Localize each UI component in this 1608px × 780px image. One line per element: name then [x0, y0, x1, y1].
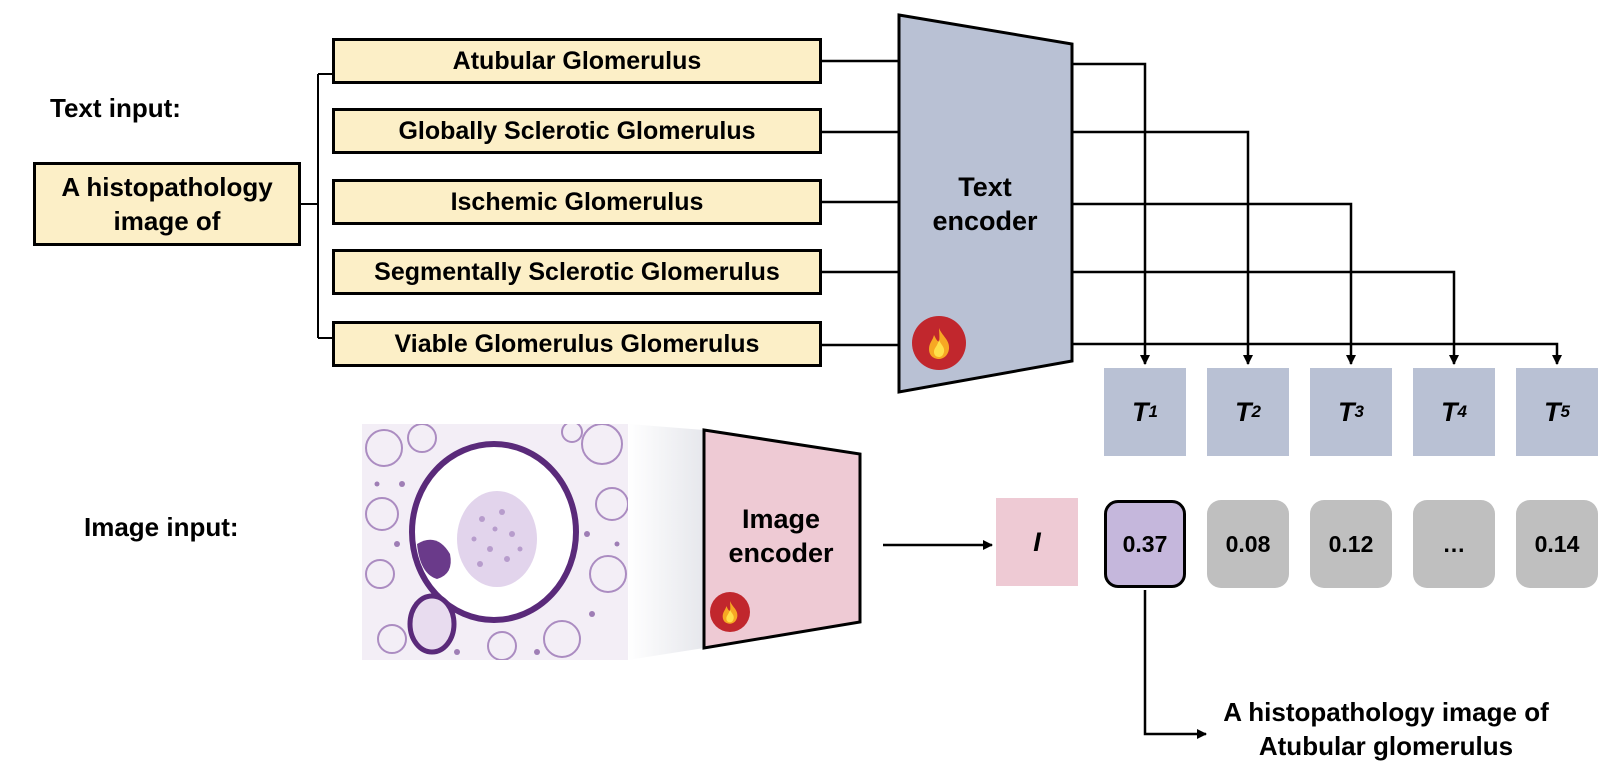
- similarity-score: 0.12: [1310, 500, 1392, 588]
- class-box-globally-sclerotic: Globally Sclerotic Glomerulus: [332, 108, 822, 154]
- image-projection: [628, 424, 704, 660]
- text-input-label: Text input:: [50, 93, 181, 123]
- encoder-to-embedding-arrows: [1072, 62, 1562, 365]
- flame-icon: [912, 316, 966, 370]
- prompt-bracket: [301, 73, 332, 339]
- image-encoder-label: Image encoder: [728, 504, 834, 568]
- image-encoder-shape: [702, 428, 862, 650]
- text-encoder-shape: [897, 13, 1074, 394]
- similarity-score: 0.08: [1207, 500, 1289, 588]
- result-arrow: [1143, 590, 1207, 739]
- class-box-segmentally-sclerotic: Segmentally Sclerotic Glomerulus: [332, 249, 822, 295]
- class-to-encoder-lines: [822, 59, 899, 347]
- class-box-viable: Viable Glomerulus Glomerulus: [332, 321, 822, 367]
- prompt-prefix-box: A histopathology image of: [33, 162, 301, 246]
- similarity-score: 0.14: [1516, 500, 1598, 588]
- prediction-result: A histopathology image of Atubular glome…: [1223, 697, 1549, 761]
- similarity-score-best: 0.37: [1104, 500, 1186, 588]
- flame-icon: [710, 592, 750, 632]
- histopathology-image: [362, 424, 628, 660]
- class-box-atubular: Atubular Glomerulus: [332, 38, 822, 84]
- class-box-ischemic: Ischemic Glomerulus: [332, 179, 822, 225]
- image-input-label: Image input:: [84, 512, 239, 542]
- similarity-score: …: [1413, 500, 1495, 588]
- text-encoder-label: Text encoder: [932, 172, 1038, 236]
- image-embedding: I: [996, 498, 1078, 586]
